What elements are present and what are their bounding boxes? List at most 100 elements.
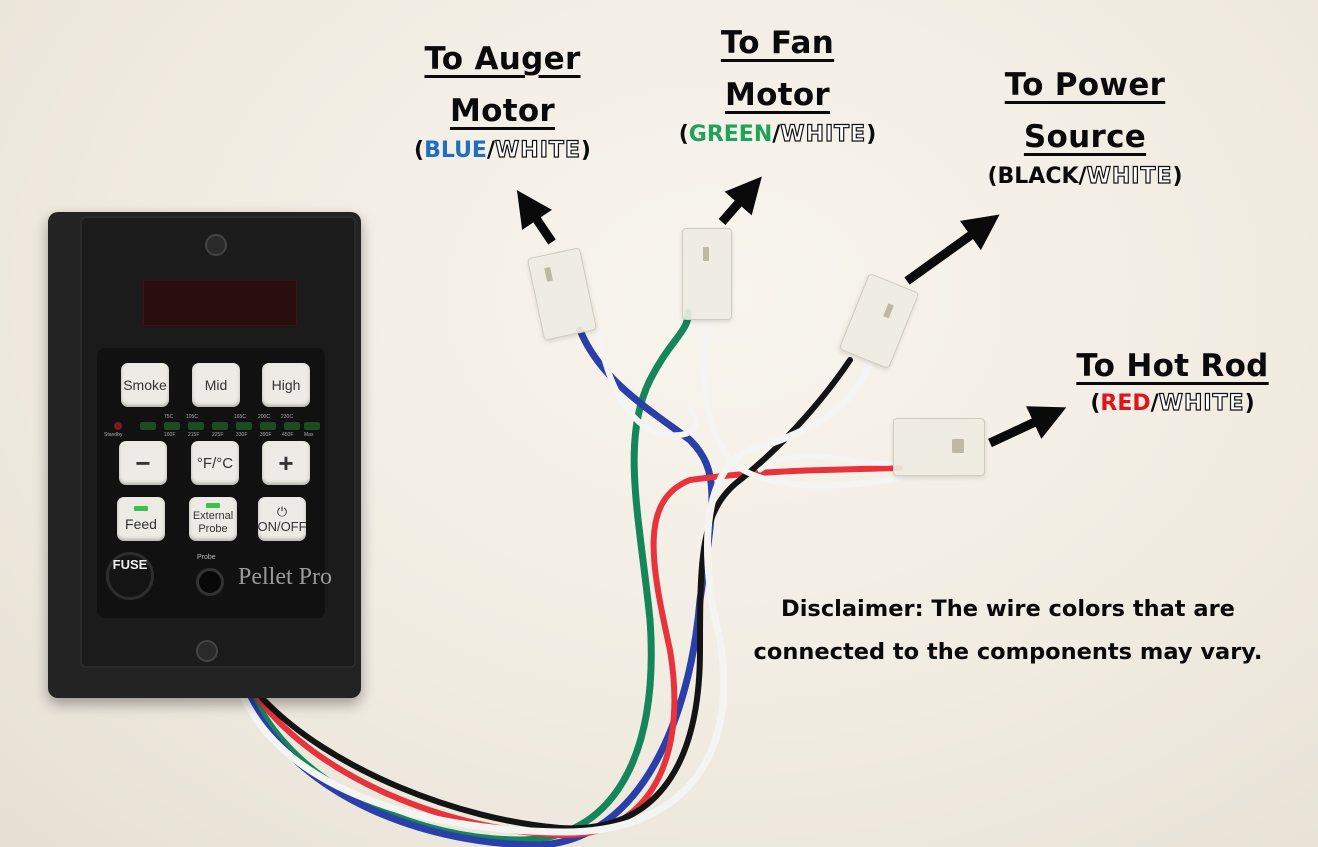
led-top-label: 230C	[281, 414, 293, 420]
led-top-label: 105C	[186, 414, 198, 420]
paren-close: )	[866, 122, 877, 147]
wire-black-bundle	[259, 357, 853, 832]
temp-led-8	[304, 422, 320, 430]
wire-white-auger	[595, 327, 700, 439]
label-fan-title-2: Motor	[724, 77, 831, 113]
slash: /	[1078, 164, 1087, 189]
disclaimer-line-2: connected to the components may vary.	[753, 639, 1263, 665]
probe-indicator-led	[206, 502, 220, 508]
wire-color-black: BLACK	[997, 164, 1079, 189]
led-display	[143, 280, 297, 326]
label-auger: To Auger Motor (BLUE/WHITE)	[395, 40, 610, 166]
brand-logo: Pellet Pro	[238, 564, 332, 590]
feed-indicator-led	[134, 506, 148, 511]
temp-led-5	[236, 422, 252, 430]
external-probe-label-1: External	[192, 509, 234, 522]
wire-color-white: WHITE	[1086, 163, 1173, 189]
temp-led-7	[284, 422, 300, 430]
label-auger-title-2: Motor	[449, 93, 556, 129]
paren-open: (	[987, 164, 998, 189]
label-fan-colors: (GREEN/WHITE)	[660, 120, 895, 150]
onoff-label: ON/OFF	[257, 519, 307, 534]
fuse-holder[interactable]: FUSE	[106, 552, 154, 600]
external-probe-label-2: Probe	[198, 522, 228, 535]
wire-color-white: WHITE	[494, 137, 581, 163]
label-hotrod-colors: (RED/WHITE)	[1065, 389, 1280, 419]
wire-bundle	[241, 307, 903, 847]
label-hotrod: To Hot Rod (RED/WHITE)	[1065, 347, 1280, 419]
temp-led-3	[188, 422, 204, 430]
temp-led-6	[260, 422, 276, 430]
wire-color-white: WHITE	[780, 121, 867, 147]
disclaimer: Disclaimer: The wire colors that are con…	[718, 588, 1298, 674]
high-label: High	[271, 376, 301, 393]
increase-button[interactable]: +	[262, 441, 310, 485]
label-power-title-1: To Power	[1004, 67, 1166, 103]
arrow-to-power	[904, 214, 1000, 285]
label-power: To Power Source (BLACK/WHITE)	[965, 66, 1205, 192]
paren-close: )	[1244, 391, 1255, 416]
screw-bottom	[196, 640, 218, 662]
screw-top	[205, 234, 227, 256]
decrease-button[interactable]: −	[119, 441, 167, 485]
connector-fan	[682, 228, 732, 320]
led-bottom-label: 450F	[282, 432, 294, 438]
arrows	[516, 176, 1067, 448]
paren-close: )	[580, 138, 591, 163]
wire-white-bundle	[241, 356, 874, 836]
power-icon: ⏻	[276, 504, 288, 519]
label-power-colors: (BLACK/WHITE)	[965, 162, 1205, 192]
slash: /	[486, 138, 496, 163]
led-top-label: 165C	[234, 414, 246, 420]
wire-blue-bundle	[246, 326, 716, 847]
temp-led-4	[212, 422, 228, 430]
temperature-led-row: Standby 75C 105C 165C 200C 230C 160F 215…	[104, 412, 320, 442]
external-probe-button[interactable]: External Probe	[189, 497, 237, 541]
probe-jack[interactable]	[196, 568, 224, 596]
wire-white-fan	[701, 307, 903, 489]
wire-red-bundle	[255, 465, 903, 839]
unit-label: °F/°C	[196, 454, 234, 472]
high-button[interactable]: High	[262, 363, 310, 407]
arrow-to-fan	[718, 176, 762, 225]
led-bottom-label: 225F	[212, 432, 224, 438]
wire-color-green: GREEN	[688, 122, 773, 147]
label-auger-title-1: To Auger	[424, 41, 581, 77]
label-auger-colors: (BLUE/WHITE)	[395, 136, 610, 166]
label-fan: To Fan Motor (GREEN/WHITE)	[660, 24, 895, 150]
disclaimer-line-1: Disclaimer: The wire colors that are	[781, 596, 1235, 622]
wire-color-white: WHITE	[1158, 390, 1245, 416]
led-bottom-label: 160F	[164, 432, 176, 438]
smoke-label: Smoke	[123, 376, 167, 393]
unit-toggle-button[interactable]: °F/°C	[191, 441, 239, 485]
fuse-label: FUSE	[112, 557, 148, 572]
paren-open: (	[678, 122, 689, 147]
feed-button[interactable]: Feed	[117, 497, 165, 541]
wire-color-red: RED	[1100, 391, 1151, 416]
label-hotrod-title-1: To Hot Rod	[1076, 348, 1269, 384]
led-top-label: 75C	[164, 414, 174, 420]
paren-close: )	[1172, 164, 1183, 189]
temp-led-2	[164, 422, 180, 430]
arrow-to-auger	[516, 190, 556, 245]
wire-color-blue: BLUE	[424, 138, 487, 163]
paren-open: (	[414, 138, 425, 163]
label-power-title-2: Source	[1023, 119, 1147, 155]
minus-icon: −	[135, 447, 151, 478]
led-top-label: 200C	[258, 414, 270, 420]
feed-label: Feed	[125, 516, 157, 532]
slash: /	[772, 122, 781, 147]
led-bottom-label: 390F	[260, 432, 272, 438]
led-bottom-label: 215F	[188, 432, 200, 438]
mid-label: Mid	[204, 376, 228, 393]
arrow-to-hotrod	[988, 406, 1067, 448]
power-button[interactable]: ⏻ ON/OFF	[257, 497, 307, 541]
probe-jack-label: Probe	[197, 554, 216, 561]
led-bottom-label: 330F	[236, 432, 248, 438]
slash: /	[1150, 391, 1159, 416]
paren-open: (	[1090, 391, 1101, 416]
label-fan-title-1: To Fan	[720, 25, 835, 61]
smoke-button[interactable]: Smoke	[121, 363, 169, 407]
mid-button[interactable]: Mid	[192, 363, 240, 407]
